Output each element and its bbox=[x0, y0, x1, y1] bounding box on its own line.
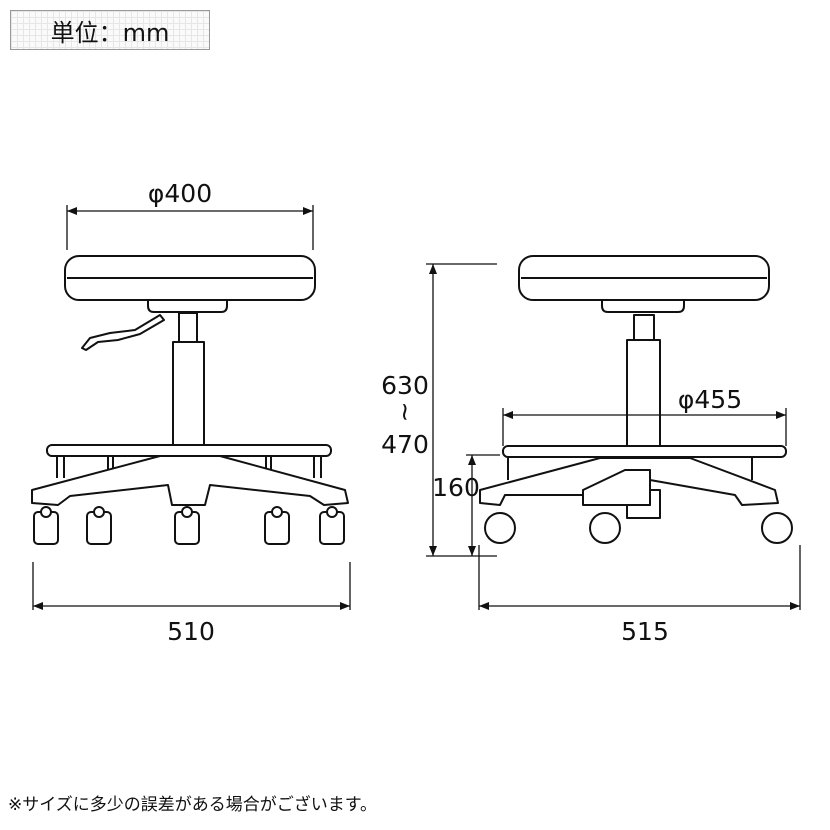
height-max-label: 630 bbox=[381, 371, 429, 400]
front-base bbox=[31, 455, 349, 506]
height-min-label: 470 bbox=[381, 430, 429, 459]
height-range-separator: ~ bbox=[391, 402, 420, 423]
side-width-label: 515 bbox=[621, 617, 669, 646]
side-gas-cylinder bbox=[626, 339, 661, 447]
front-width-label: 510 bbox=[167, 617, 215, 646]
side-footrest-ring bbox=[502, 445, 787, 458]
footrest-diameter-label: φ455 bbox=[678, 385, 742, 414]
size-tolerance-note: ※サイズに多少の誤差がある場合がございます。 bbox=[8, 795, 378, 815]
footrest-height-label: 160 bbox=[432, 473, 480, 502]
height-lever bbox=[81, 314, 165, 351]
side-view-chair bbox=[479, 255, 793, 544]
unit-label-text: 単位：mm bbox=[50, 18, 170, 47]
unit-label: 単位：mm bbox=[10, 10, 210, 50]
front-view-chair bbox=[31, 255, 349, 545]
front-gas-cylinder bbox=[172, 341, 205, 447]
front-casters bbox=[33, 506, 345, 545]
seat-diameter-label: φ400 bbox=[148, 179, 212, 208]
front-footrest-ring bbox=[46, 444, 332, 457]
